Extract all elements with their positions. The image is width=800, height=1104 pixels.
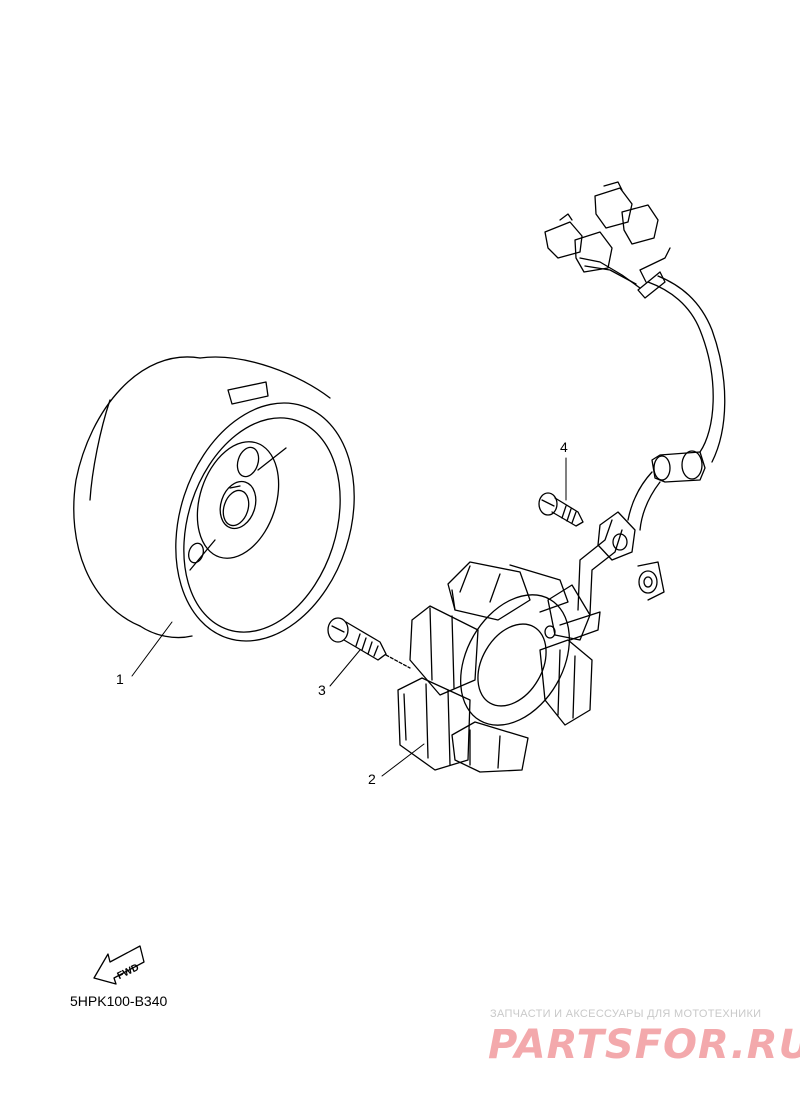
- callout-3: 3: [318, 682, 326, 698]
- callout-1: 1: [116, 671, 124, 687]
- watermark-logo: PARTSFOR.RU: [488, 1022, 800, 1068]
- diagram-code: 5HPK100-B340: [70, 993, 168, 1009]
- fwd-label: FWD: [116, 962, 141, 982]
- stator-assembly: [397, 519, 623, 773]
- watermark-tagline: ЗАПЧАСТИ И АКСЕССУАРЫ ДЛЯ МОТОТЕХНИКИ: [490, 1008, 762, 1020]
- flywheel-rotor: [73, 356, 355, 642]
- wire-harness: [544, 181, 726, 601]
- callout-2: 2: [368, 771, 376, 787]
- leader-lines: [131, 457, 567, 777]
- fwd-arrow-icon: [93, 945, 145, 985]
- callout-4: 4: [560, 439, 568, 455]
- screw-part-4: [538, 492, 584, 527]
- screw-part-3: [327, 617, 411, 669]
